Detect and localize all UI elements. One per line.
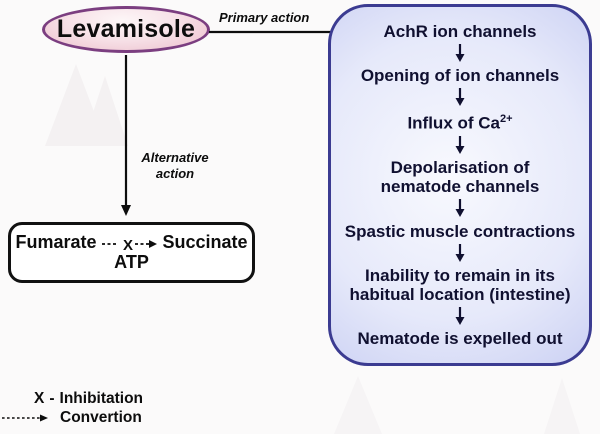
down-arrow-icon	[455, 44, 465, 63]
legend: X - Inhibitation Convertion	[0, 390, 143, 427]
legend-conversion-label: Convertion	[60, 409, 142, 426]
pathway-flow: AchR ion channels Opening of ion channel…	[331, 7, 589, 363]
flow-step: Opening of ion channels	[360, 66, 560, 86]
substrate-label: Fumarate	[15, 232, 97, 252]
flow-step: Spastic muscle contractions	[344, 221, 576, 241]
levamisole-node: Levamisole	[42, 6, 210, 53]
legend-inhibition: X - Inhibitation	[34, 390, 143, 408]
flow-step: Nematode is expelled out	[357, 328, 563, 348]
alternative-action-arrow-icon	[121, 55, 131, 216]
primary-pathway-box: AchR ion channels Opening of ion channel…	[328, 4, 592, 366]
down-arrow-icon	[455, 199, 465, 218]
legend-x-symbol: X	[34, 390, 45, 407]
flow-step: Inability to remain in its habitual loca…	[349, 265, 571, 304]
primary-action-label: Primary action	[219, 10, 310, 25]
down-arrow-icon	[455, 306, 465, 325]
watermark-triangle	[544, 378, 580, 434]
legend-inhibition-label: Inhibitation	[59, 390, 144, 407]
flow-step: Influx of Ca2+	[407, 113, 513, 134]
levamisole-label: Levamisole	[56, 15, 196, 43]
legend-separator: -	[49, 390, 55, 407]
flow-step: Depolarisation of nematode channels	[380, 158, 540, 197]
alternative-action-label: Alternative action	[141, 150, 209, 182]
dashed-arrow-icon	[2, 414, 48, 422]
down-arrow-icon	[455, 88, 465, 107]
legend-conversion: Convertion	[2, 409, 143, 427]
byproduct-label: ATP	[114, 252, 149, 272]
product-label: Succinate	[162, 232, 248, 252]
down-arrow-icon	[455, 136, 465, 155]
down-arrow-icon	[455, 243, 465, 262]
blocked-conversion-arrow-icon: X	[102, 237, 158, 253]
flow-step: AchR ion channels	[383, 22, 537, 42]
metabolism-box: Fumarate X Succinate ATP	[8, 222, 255, 283]
inhibition-x-icon: X	[123, 237, 133, 253]
watermark-triangle	[334, 376, 382, 434]
